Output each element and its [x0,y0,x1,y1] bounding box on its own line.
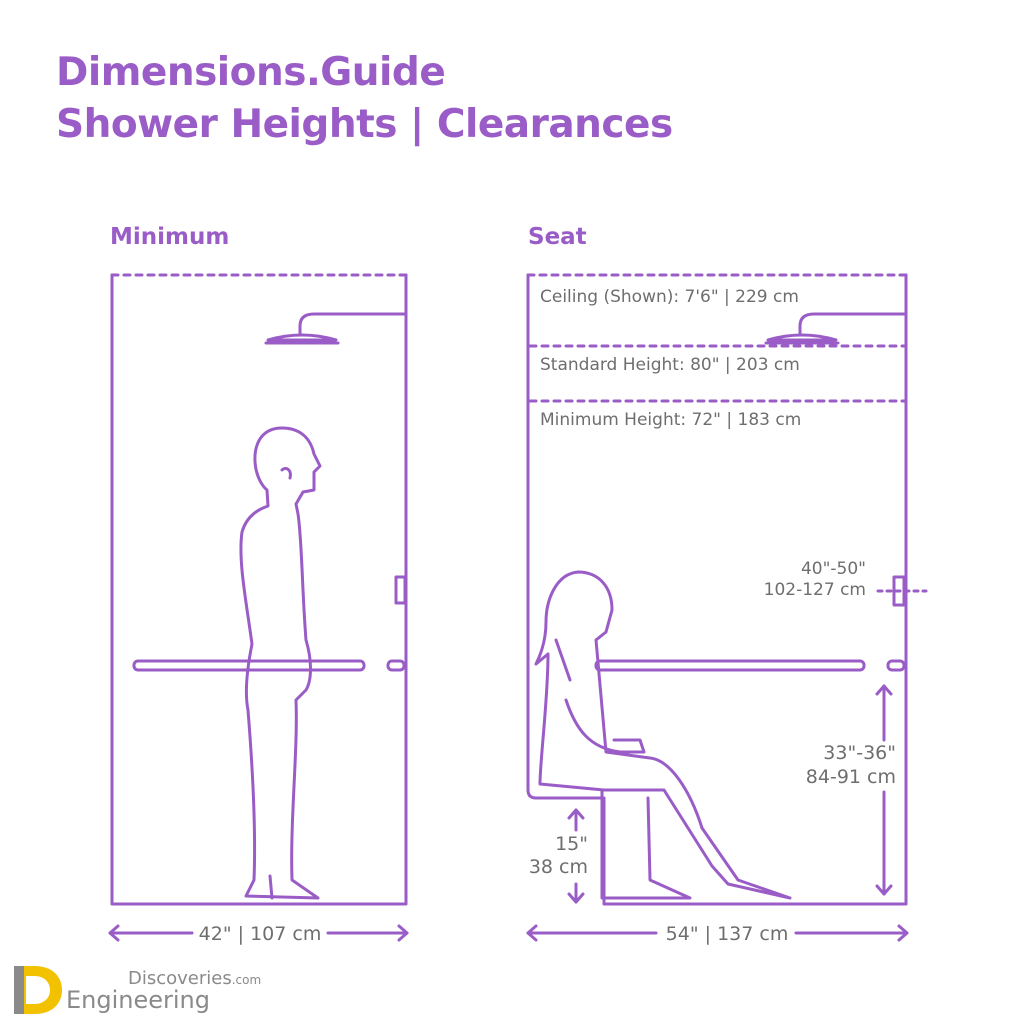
bar-range-cm-label: 84-91 cm [806,766,896,788]
title-line-1: Dimensions.Guide [56,50,446,95]
minimum-shower-head-icon [264,312,406,345]
seat-width-label: 54" | 137 cm [666,923,789,945]
panel-label-seat: Seat [528,224,587,250]
standing-person-icon [239,426,322,900]
seat-width-dimension [526,924,909,942]
seat-grab-bar-bracket [886,659,906,672]
minimum-shower-enclosure [110,273,408,906]
minimum-width-dimension [108,924,409,942]
logo-top-text: Discoveries.com [128,968,262,989]
minimum-grab-bar-bracket [386,659,406,672]
bar-height-dimension [875,684,893,896]
minimum-height-label: Minimum Height: 72" | 183 cm [540,410,801,430]
seat-grab-bar [594,659,866,672]
watermark-logo: Discoveries.com Engineering [10,962,280,1018]
bar-range-label: 33"-36" [823,742,896,764]
ceiling-height-label: Ceiling (Shown): 7'6" | 229 cm [540,287,799,307]
logo-mark-icon [14,966,62,1014]
seat-height-label: 15" [555,833,588,855]
minimum-width-label: 42" | 107 cm [199,923,322,945]
minimum-valve-icon [394,575,407,605]
seat-height-cm-label: 38 cm [529,856,588,878]
valve-range-cm-label: 102-127 cm [764,580,866,600]
seat-shower-head-icon [764,312,906,345]
title-line-2: Shower Heights | Clearances [56,102,673,147]
panel-label-minimum: Minimum [110,224,230,250]
standard-height-label: Standard Height: 80" | 203 cm [540,355,800,375]
valve-range-label: 40"-50" [801,559,866,579]
seat-shower-enclosure [526,273,908,906]
logo-bottom-text: Engineering [66,986,210,1014]
seat-height-dimension [567,808,585,904]
seated-person-icon [534,570,792,900]
